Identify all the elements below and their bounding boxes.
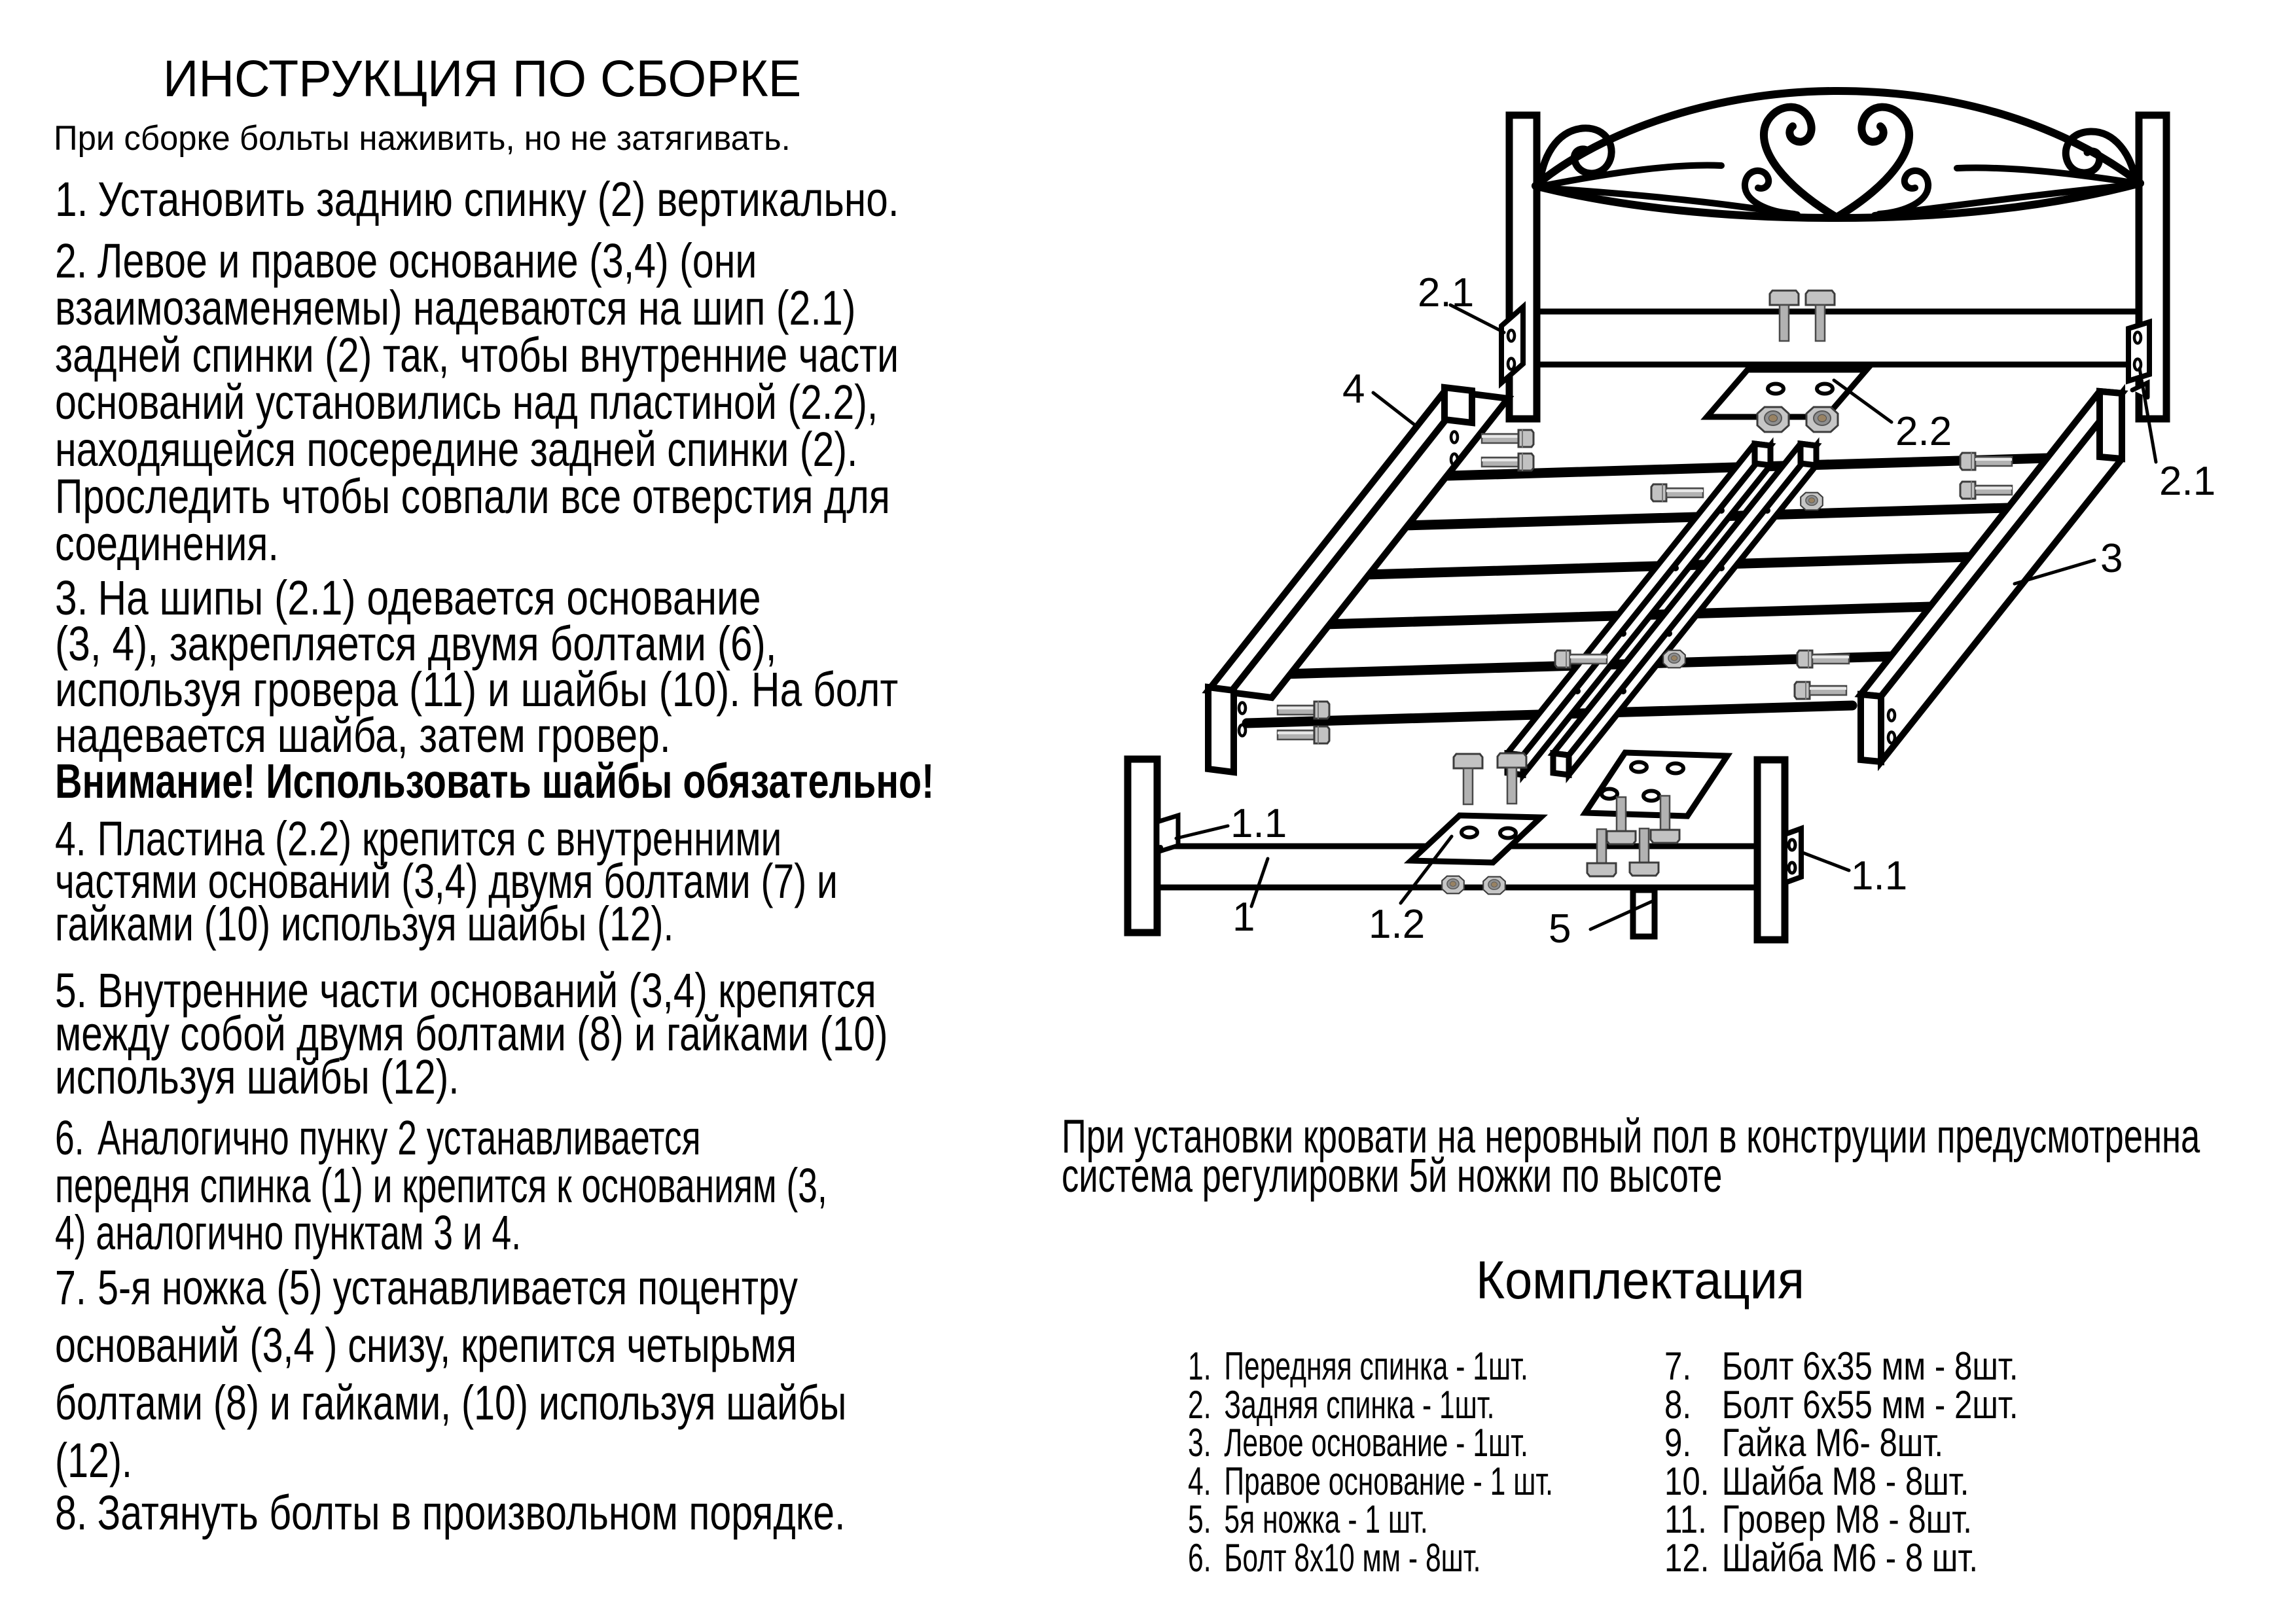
svg-text:2.1: 2.1: [2159, 459, 2215, 504]
svg-text:2.2: 2.2: [1895, 409, 1952, 454]
svg-text:1.2: 1.2: [1369, 902, 1425, 947]
svg-text:4: 4: [1342, 366, 1365, 412]
svg-text:1.1: 1.1: [1230, 801, 1287, 846]
svg-text:3: 3: [2100, 536, 2123, 581]
svg-text:5: 5: [1549, 906, 1571, 952]
svg-text:2.1: 2.1: [1418, 270, 1474, 315]
svg-text:1.1: 1.1: [1851, 853, 1907, 899]
svg-text:1: 1: [1232, 895, 1255, 940]
